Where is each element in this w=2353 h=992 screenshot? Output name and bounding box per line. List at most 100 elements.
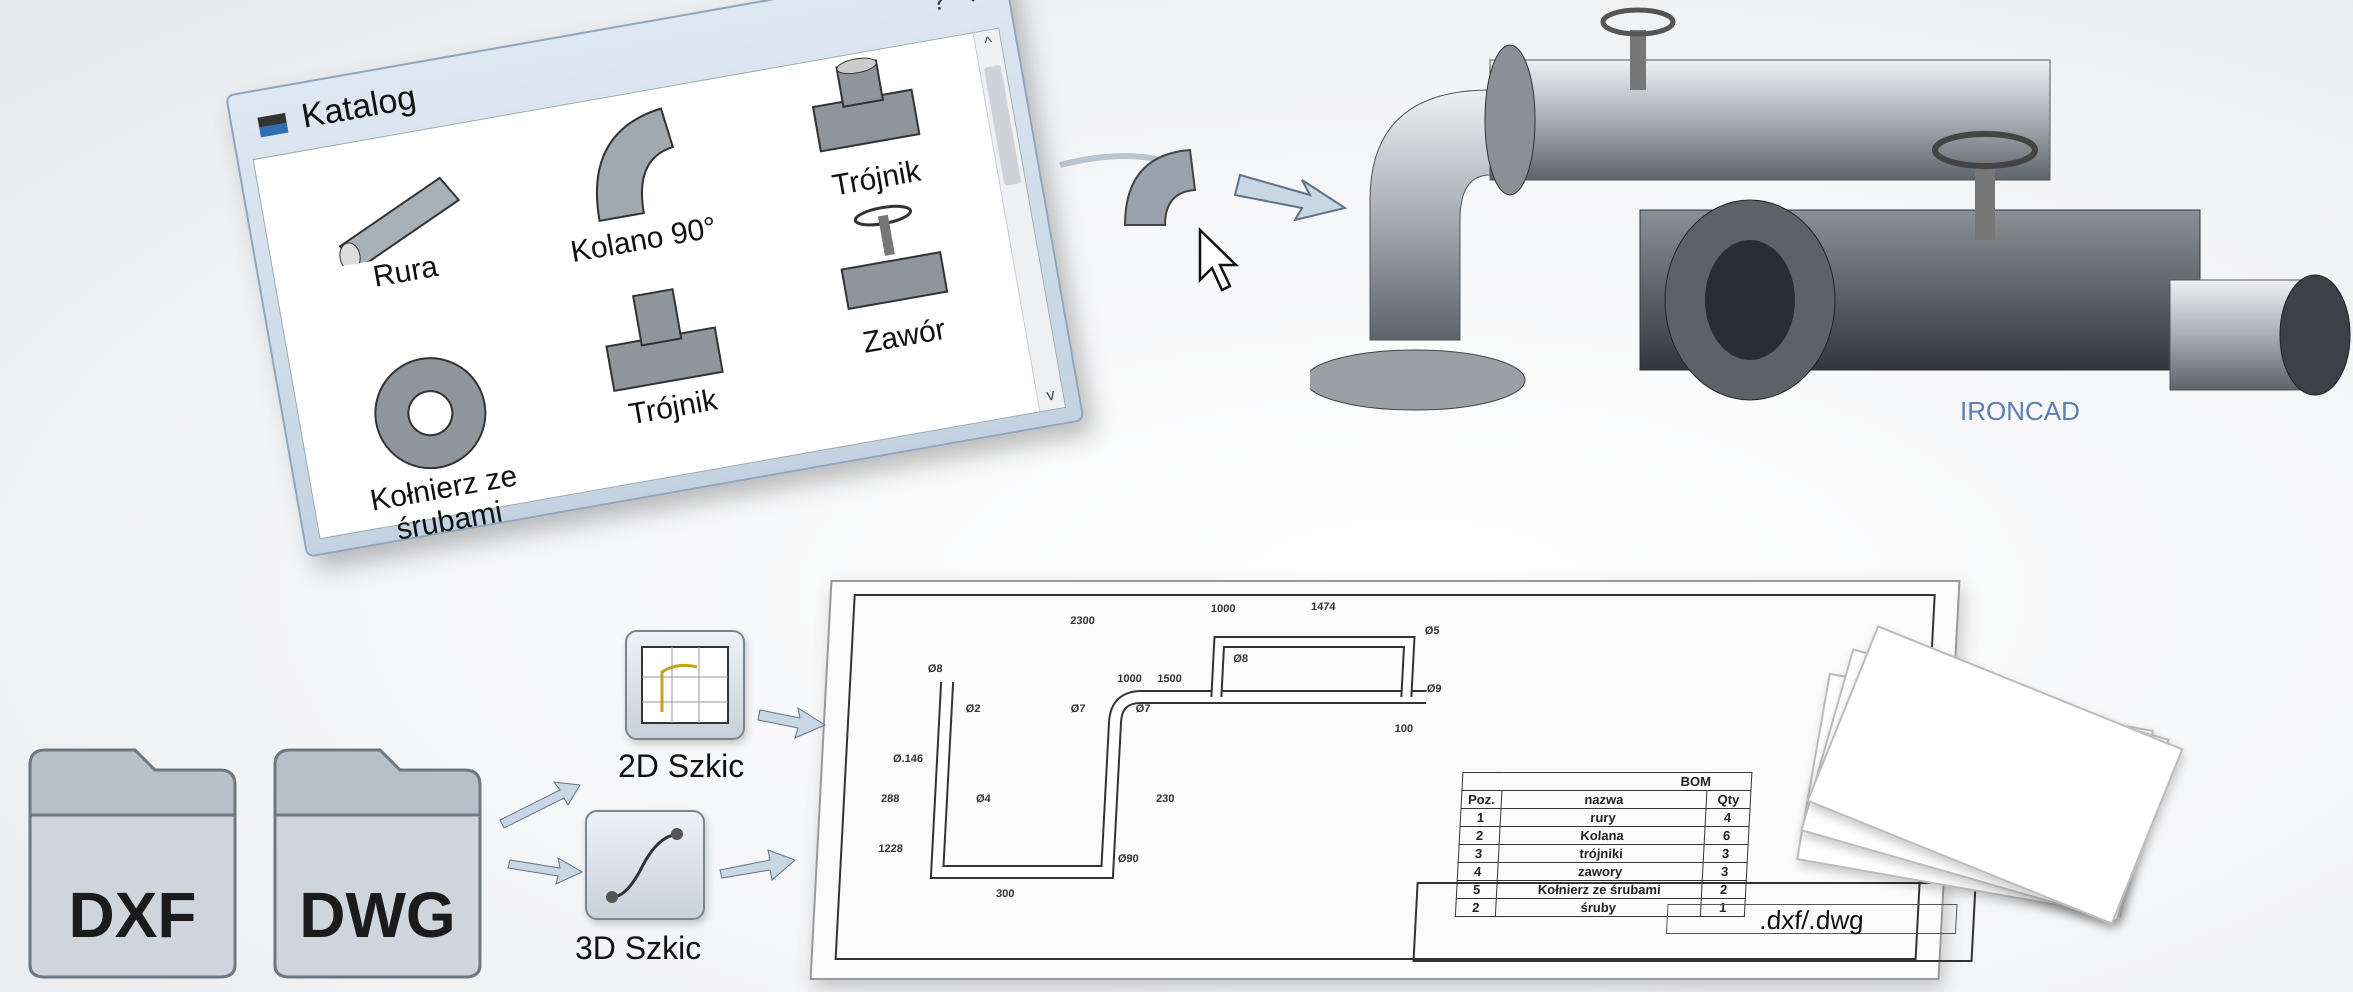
bom-header-cell: Qty [1706, 790, 1751, 809]
pipe-schematic: 1000 2300 1474 Ø5 Ø8 Ø2 Ø7 Ø7 Ø8 Ø9 Ø.14… [878, 602, 1442, 900]
dim-label: Ø4 [976, 793, 992, 805]
bom-cell: 3 [1703, 844, 1749, 863]
dim-label: 230 [1156, 793, 1175, 805]
bom-header-cell: Poz. [1461, 790, 1502, 809]
catalog-item-kolnierz[interactable]: Kołnierz ze śrubami [312, 335, 561, 556]
flange [1484, 44, 1536, 196]
dwg-file-button[interactable]: DWG [270, 745, 485, 980]
catalog-item-trojnik-2[interactable]: Trójnik [543, 264, 784, 443]
dim-label: Ø7 [1135, 703, 1150, 715]
flange-icon [374, 357, 487, 470]
sketch-2d-label: 2D Szkic [618, 748, 745, 784]
scroll-up-button[interactable]: ^ [983, 34, 994, 53]
brand-logo: IRONCAD [1960, 396, 2080, 426]
sketch-3d-label: 3D Szkic [575, 930, 702, 966]
dim-label: 1228 [878, 843, 903, 855]
catalog-grid: Rura Kolano 90° Trójnik Kołnierz ze śrub… [252, 27, 1067, 547]
motion-trail [1059, 153, 1161, 168]
valve-stem [1975, 160, 1995, 240]
dim-label: 300 [996, 888, 1015, 900]
handwheel-icon [1932, 131, 2038, 169]
title-block-filename: .dxf/.dwg [1665, 904, 1958, 935]
dim-label: 1000 [1117, 673, 1142, 685]
window-title: Katalog [251, 78, 419, 145]
bom-title: BOM [1461, 772, 1752, 791]
technical-drawing: 1000 2300 1474 Ø5 Ø8 Ø2 Ø7 Ø7 Ø8 Ø9 Ø.14… [809, 580, 1977, 980]
dxf-file-button[interactable]: DXF [25, 745, 240, 980]
dim-label: Ø90 [1118, 853, 1139, 865]
dim-label: 288 [881, 793, 900, 805]
bom-cell: 6 [1704, 826, 1750, 845]
dim-label: 2300 [1070, 615, 1095, 627]
dim-label: 1000 [1211, 603, 1236, 615]
handwheel-icon [1600, 7, 1676, 37]
scroll-down-button[interactable]: v [1045, 386, 1057, 405]
scroll-thumb[interactable] [983, 64, 1022, 186]
dim-label: Ø2 [965, 703, 980, 715]
pipe-icon [338, 176, 461, 270]
sketch-3d-icon [606, 828, 683, 903]
dwg-label: DWG [299, 879, 456, 951]
sketch-3d-button[interactable] [585, 810, 705, 920]
bom-header-cell: nazwa [1501, 790, 1707, 809]
upper-pipe [1489, 59, 2051, 181]
valve-stem [1630, 30, 1646, 90]
dim-label: 100 [1394, 723, 1413, 735]
pipe-opening [1705, 240, 1795, 360]
help-button[interactable]: ? [928, 0, 949, 17]
catalog-item-trojnik[interactable]: Trójnik [746, 35, 987, 214]
arrow-icon [757, 706, 827, 739]
arrow-icon [507, 857, 584, 885]
window-title-text: Katalog [298, 78, 419, 136]
arrow-icon [499, 781, 581, 829]
folder-icon [28, 748, 237, 979]
catalog-item-zawor[interactable]: Zawór [772, 183, 1015, 372]
dxf-label: DXF [68, 879, 197, 951]
bom-cell: 4 [1705, 808, 1751, 827]
bom-cell: trójniki [1498, 844, 1705, 863]
arrow-icon [719, 849, 796, 881]
catalog-item-kolano[interactable]: Kolano 90° [510, 77, 755, 276]
tee-3way-icon [811, 57, 921, 153]
bom-cell: rury [1500, 808, 1707, 827]
folder-icon [273, 748, 482, 979]
dragged-elbow-icon [1123, 148, 1197, 226]
drag-illustration [1059, 148, 1348, 292]
bom-cell: 3 [1702, 862, 1748, 881]
dim-label: Ø7 [1070, 703, 1085, 715]
dim-label: Ø8 [928, 663, 943, 675]
bom-cell: zawory [1497, 862, 1704, 881]
catalog-window: Katalog ? ✕ Rura Kolano 90° Trójnik Kołn… [225, 0, 1085, 558]
dim-label: Ø.146 [893, 753, 924, 765]
bom-cell: 1 [1460, 808, 1502, 827]
tee-icon [605, 288, 724, 393]
sketch-2d-button[interactable] [625, 630, 745, 740]
bom-cell: 2 [1459, 826, 1501, 845]
title-block: .dxf/.dwg [1412, 882, 1977, 962]
elbow-icon [595, 107, 675, 223]
bom-cell: Kolana [1499, 826, 1706, 845]
dim-label: Ø5 [1424, 625, 1439, 637]
dim-label: 1474 [1311, 602, 1337, 613]
valve-icon [840, 204, 949, 311]
bom-cell: 4 [1457, 862, 1499, 881]
dim-label: 1500 [1157, 673, 1182, 685]
pipe-assembly-3d: IRONCAD [1310, 7, 2351, 426]
dim-label: Ø9 [1426, 683, 1441, 695]
catalog-item-rura[interactable]: Rura [279, 148, 517, 307]
bom-cell: 3 [1458, 844, 1500, 863]
flow-arrows [499, 706, 827, 885]
cursor-icon [1198, 227, 1240, 292]
arrow-icon [1233, 173, 1348, 222]
outlet-opening [2279, 274, 2351, 396]
close-button[interactable]: ✕ [965, 0, 992, 11]
base-flange [1310, 349, 1526, 411]
sketch-2d-icon [641, 646, 729, 724]
catalog-icon [257, 112, 289, 137]
dim-label: Ø8 [1233, 653, 1248, 665]
